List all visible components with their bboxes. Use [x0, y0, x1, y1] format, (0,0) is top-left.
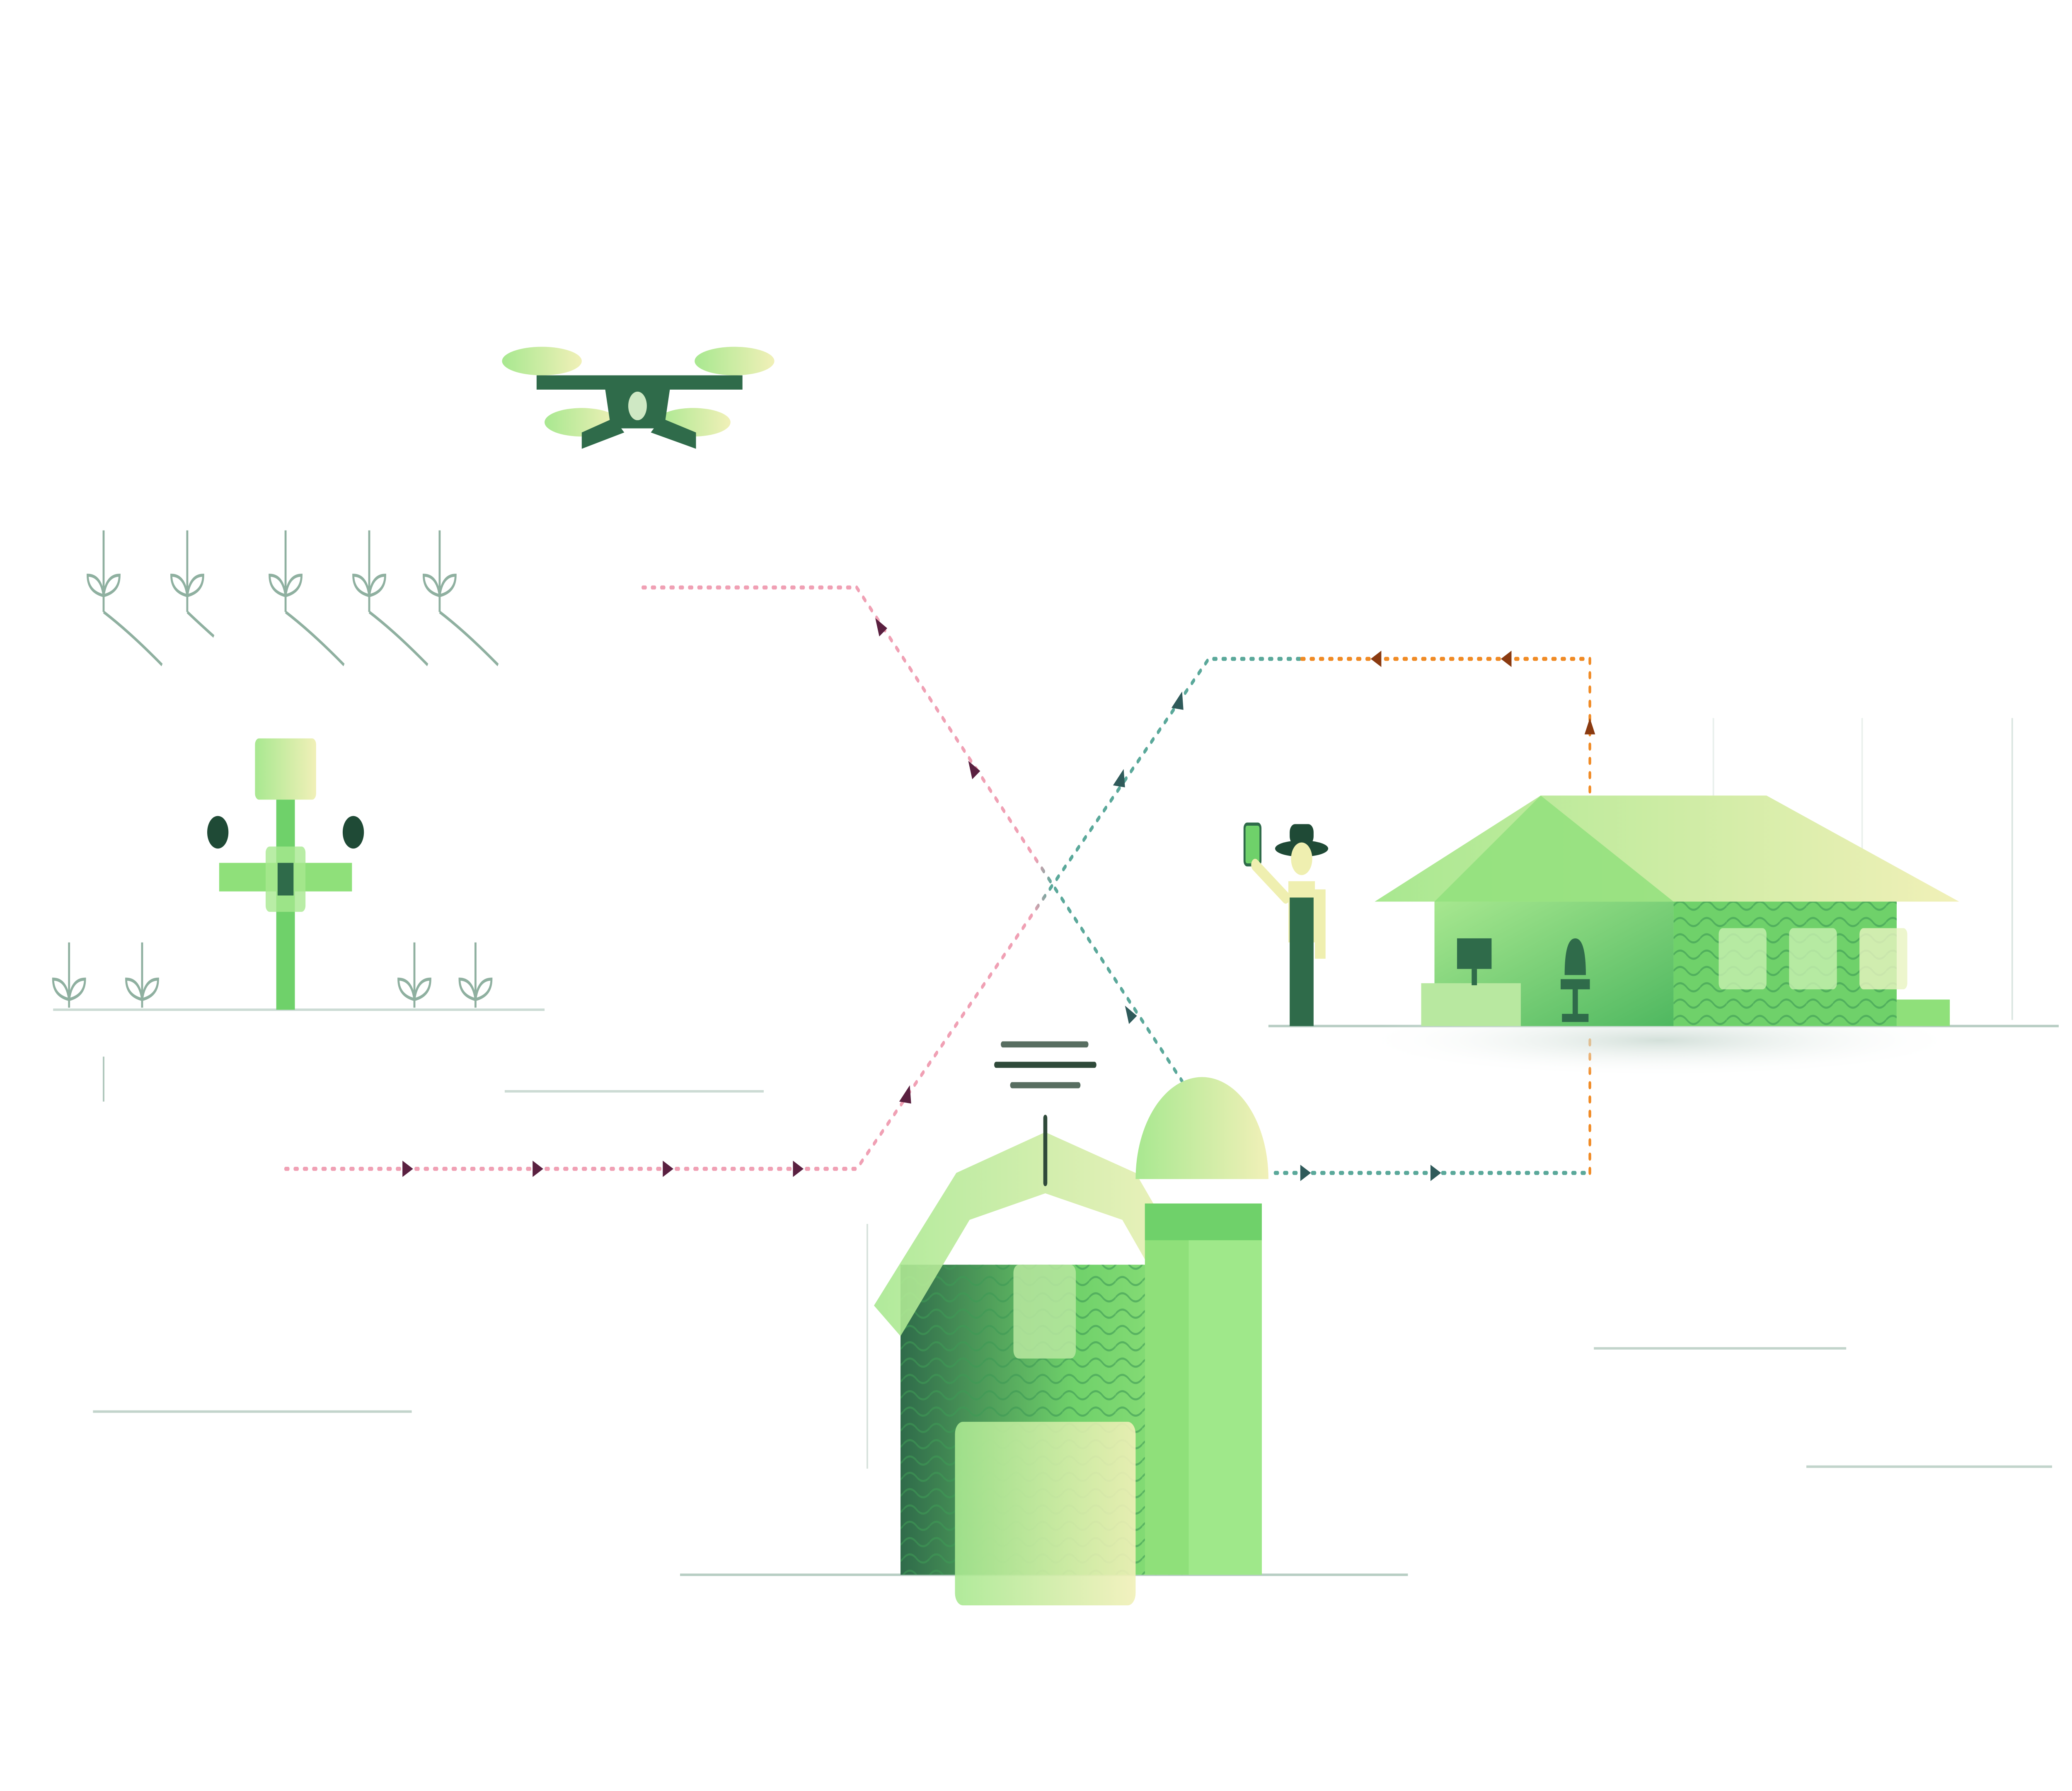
farmer-icon: [1243, 822, 1329, 1026]
field-sensor-icon: [207, 738, 364, 1010]
plant-sprout-icon: [170, 530, 215, 638]
data-flow-lines: [284, 585, 1591, 1175]
plant-sprout-icon: [269, 530, 345, 666]
plant-sprout-icon: [87, 530, 163, 666]
farmhouse-icon: [1355, 795, 1966, 1077]
drone-icon: [502, 347, 775, 449]
flow-arrows: [402, 618, 1595, 1181]
plant-sprout-icon: [458, 942, 493, 1008]
flow-drone-to-silo: [641, 585, 1184, 1083]
plant-sprout-icon: [397, 942, 431, 1008]
plant-sprout-icon: [423, 530, 499, 666]
barn-icon: [874, 1041, 1213, 1606]
plant-sprout-icon: [52, 942, 86, 1008]
flow-house-return: [1300, 657, 1591, 798]
silo-icon: [1135, 1077, 1268, 1575]
plant-sprout-icon: [352, 530, 428, 666]
antenna-icon: [994, 1041, 1097, 1186]
crop-rows: [52, 530, 499, 1008]
plant-sprout-icon: [125, 942, 159, 1008]
flow-sensor-to-house: [284, 657, 1303, 1171]
